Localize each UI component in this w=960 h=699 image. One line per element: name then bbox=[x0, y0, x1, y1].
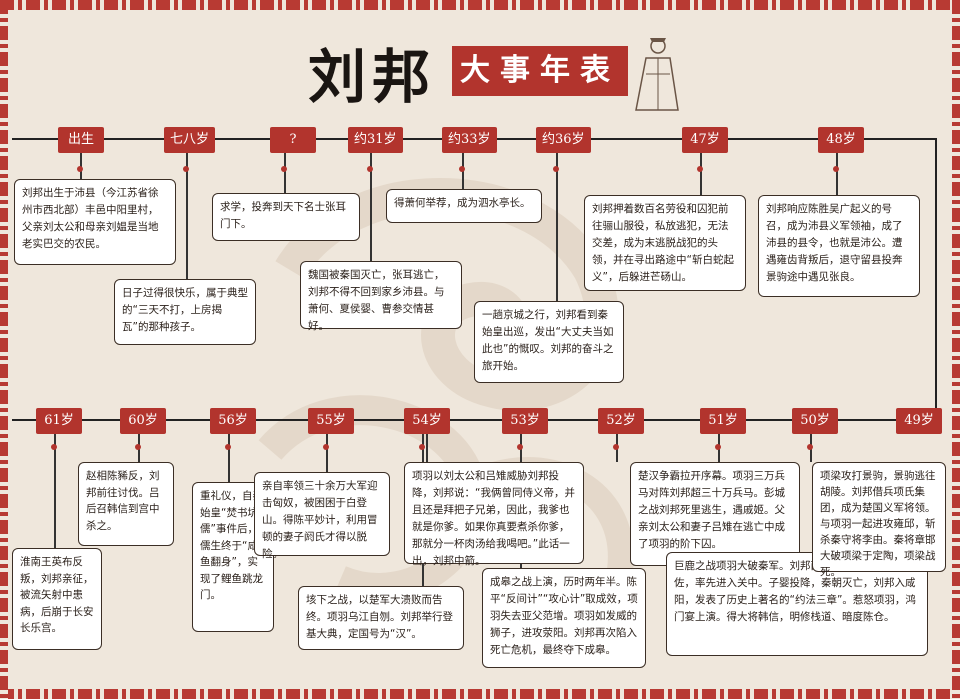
event-card-age-47: 刘邦押着数百名劳役和囚犯前往骊山服役，私放逃犯，无法交差，成为末逃脱战犯的头领，… bbox=[584, 195, 746, 291]
timeline-label-age-48: 48岁 bbox=[818, 127, 864, 153]
connector-dot bbox=[323, 444, 329, 450]
figure-illustration bbox=[635, 38, 679, 111]
connector bbox=[326, 434, 328, 472]
timeline-label-age-53: 53岁 bbox=[502, 408, 548, 434]
connector-dot bbox=[833, 166, 839, 172]
timeline-label-age-33: 约33岁 bbox=[442, 127, 497, 153]
connector-dot bbox=[183, 166, 189, 172]
event-card-age-61: 淮南王英布反叛，刘邦亲征，被流矢射中患病，后崩于长安长乐宫。 bbox=[12, 548, 102, 650]
connector bbox=[836, 153, 838, 195]
timeline-right-connector bbox=[935, 138, 937, 420]
page-subtitle: 大事年表 bbox=[452, 46, 628, 96]
timeline-label-unknown: ? bbox=[270, 127, 316, 153]
decorative-border-bottom bbox=[0, 689, 960, 699]
timeline-label-age-52: 52岁 bbox=[598, 408, 644, 434]
timeline-label-age-61: 61岁 bbox=[36, 408, 82, 434]
connector-dot bbox=[419, 444, 425, 450]
event-card-age-53: 成皋之战上演，历时两年半。陈平“反间计”“攻心计”取成效，项羽失去亚父范增。项羽… bbox=[482, 568, 646, 668]
connector-dot bbox=[281, 166, 287, 172]
connector-dot bbox=[225, 444, 231, 450]
timeline-label-age-60: 60岁 bbox=[120, 408, 166, 434]
connector-dot bbox=[135, 444, 141, 450]
event-card-age-31: 魏国被秦国灭亡，张耳逃亡，刘邦不得不回到家乡沛县。与萧何、夏侯婴、曹参交情甚好。 bbox=[300, 261, 462, 332]
timeline-label-age-49: 49岁 bbox=[896, 408, 942, 434]
event-card-age-7-8: 日子过得很快乐，属于典型的“三天不打，上房揭瓦”的那种孩子。 bbox=[114, 279, 256, 345]
connector bbox=[54, 434, 56, 548]
event-card-unknown: 求学，投奔到天下名士张耳门下。 bbox=[212, 193, 360, 241]
event-card-age-60: 赵相陈豨反，刘邦前往讨伐。吕后召韩信到宫中杀之。 bbox=[78, 462, 174, 546]
event-card-birth: 刘邦出生于沛县（今江苏省徐州市西北部）丰邑中阳里村，父亲刘太公和母亲刘媪是当地老… bbox=[14, 179, 176, 265]
timeline-label-birth: 出生 bbox=[58, 127, 104, 153]
connector bbox=[228, 434, 230, 482]
timeline-bottom-line bbox=[12, 419, 937, 421]
event-card-age-55-b: 垓下之战，以楚军大溃败而告终。项羽乌江自刎。刘邦举行登基大典，定国号为“汉”。 bbox=[298, 586, 464, 650]
connector-dot bbox=[697, 166, 703, 172]
connector bbox=[556, 153, 558, 301]
connector bbox=[426, 434, 428, 462]
event-card-age-36: 一趟京城之行，刘邦看到秦始皇出巡，发出“大丈夫当如此也”的慨叹。刘邦的奋斗之旅开… bbox=[474, 301, 624, 383]
event-card-age-56: 重礼仪，自秦始皇“焚书坑儒”事件后，儒生终于“咸鱼翻身”，实现了鲤鱼跳龙门。 bbox=[192, 482, 274, 632]
event-card-age-50: 项梁攻打景驹，景驹逃往胡陵。刘邦借兵项氏集团，成为楚国义军将领。与项羽一起进攻雍… bbox=[812, 462, 946, 578]
connector-dot bbox=[715, 444, 721, 450]
decorative-border-right bbox=[952, 0, 960, 699]
connector-dot bbox=[77, 166, 83, 172]
event-card-age-48: 刘邦响应陈胜吴广起义的号召，成为沛县义军领袖，成了沛县的县令，也就是沛公。遭遇雍… bbox=[758, 195, 920, 297]
connector-dot bbox=[367, 166, 373, 172]
timeline-label-age-54: 54岁 bbox=[404, 408, 450, 434]
timeline-label-age-50: 50岁 bbox=[792, 408, 838, 434]
decorative-border-top bbox=[0, 0, 960, 10]
connector-dot bbox=[459, 166, 465, 172]
event-card-age-54: 项羽以刘太公和吕雉威胁刘邦投降，刘邦说：“我俩曾同侍义帝，并且还是拜把子兄弟，因… bbox=[404, 462, 584, 567]
connector-dot bbox=[51, 444, 57, 450]
decorative-border-left bbox=[0, 0, 8, 699]
event-card-age-33: 得萧何举荐，成为泗水亭长。 bbox=[386, 189, 542, 223]
connector bbox=[284, 153, 286, 193]
timeline-label-age-56: 56岁 bbox=[210, 408, 256, 434]
event-card-age-52: 楚汉争霸拉开序幕。项羽三万兵马对阵刘邦超三十万兵马。彭城之战刘邦死里逃生，遇戚姬… bbox=[630, 462, 800, 566]
connector bbox=[186, 153, 188, 279]
connector bbox=[700, 153, 702, 195]
connector-dot bbox=[807, 444, 813, 450]
connector-dot bbox=[613, 444, 619, 450]
timeline-label-age-31: 约31岁 bbox=[348, 127, 403, 153]
connector-dot bbox=[553, 166, 559, 172]
timeline-label-age-47: 47岁 bbox=[682, 127, 728, 153]
page-title: 刘邦 bbox=[308, 43, 437, 111]
timeline-label-age-36: 约36岁 bbox=[536, 127, 591, 153]
timeline-label-age-51: 51岁 bbox=[700, 408, 746, 434]
event-card-age-55: 亲自率领三十余万大军迎击匈奴，被困困于白登山。得陈平妙计，利用冒顿的妻子阏氏才得… bbox=[254, 472, 390, 560]
timeline-label-age-7-8: 七八岁 bbox=[164, 127, 216, 153]
connector-dot bbox=[517, 444, 523, 450]
timeline-label-age-55: 55岁 bbox=[308, 408, 354, 434]
connector bbox=[370, 153, 372, 261]
